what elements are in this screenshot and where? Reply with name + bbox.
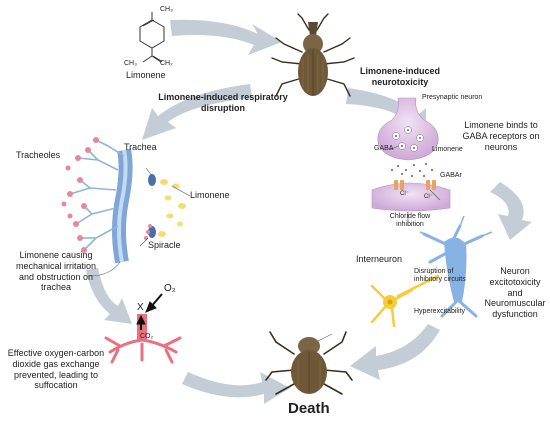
chloride-flow-label: Chloride flow inhibition xyxy=(389,213,431,229)
synapse-illustration xyxy=(371,97,451,212)
presynaptic-neuron-label: Presynaptic neuron xyxy=(422,94,483,101)
binds-gaba-label: Limonene binds to GABA receptors on neur… xyxy=(462,120,540,152)
flow-arrow-lungs-to-death xyxy=(182,372,290,404)
limonene-molecule-label: Limonene xyxy=(126,70,166,80)
interneuron-cell xyxy=(370,274,440,328)
hyperexcitability-label: Hyperexcitability xyxy=(414,308,465,315)
gas-exchange-label: Effective oxygen-carbon dioxide gas exch… xyxy=(7,348,105,391)
neurotoxicity-heading: Limonene-induced neurotoxicity xyxy=(359,66,440,87)
ch3-top-label: CH₃ xyxy=(160,6,173,13)
mechanical-irritation-label: Limonene causing mechanical irritation a… xyxy=(15,250,97,293)
x-mark: X xyxy=(137,302,144,313)
flow-arrow-molecule-to-beetle xyxy=(170,19,282,55)
flow-arrow-synapse-to-neuron xyxy=(490,182,532,240)
limonene-synapse-label: Limonene xyxy=(432,146,463,153)
respiratory-disruption-heading: Limonene-induced respiratory disruption xyxy=(158,92,288,113)
trachea-label: Trachea xyxy=(124,142,157,152)
flow-arrow-trachea-to-lungs xyxy=(86,268,132,324)
tracheoles-label: Tracheoles xyxy=(16,150,61,160)
interneuron-label: Interneuron xyxy=(356,254,403,264)
beetle-top xyxy=(271,13,355,97)
limonene-molecule xyxy=(139,12,165,63)
ch2-bottom-label: CH₂ xyxy=(160,60,173,67)
limonene-droplets xyxy=(158,179,186,237)
spiracle-label: Spiracle xyxy=(148,240,181,250)
gaba-label: GABA xyxy=(374,145,394,152)
death-label: Death xyxy=(288,400,330,417)
motor-neuron xyxy=(419,215,493,318)
gas-arrows xyxy=(136,293,163,330)
o2-label: O₂ xyxy=(164,283,176,294)
trachea-system xyxy=(61,137,156,264)
beetle-death xyxy=(265,331,353,395)
co2-label: CO₂ xyxy=(140,333,154,340)
flow-arrow-beetle-to-respiratory xyxy=(142,84,252,140)
ch3-bottom-label: CH₃ xyxy=(124,60,137,67)
disruption-inhibitory-label: Disruption of inhibitory circuits xyxy=(414,268,466,284)
chloride-ion-label-2: Cl⁻ xyxy=(424,194,433,200)
gaba-receptor-label: GABAr xyxy=(440,172,462,179)
limonene-trachea-label: Limonene xyxy=(190,190,230,200)
neuron-excitotoxicity-label: Neuron excitotoxicity and Neuromuscular … xyxy=(484,266,546,320)
flow-arrow-neuron-to-death xyxy=(350,324,440,380)
chloride-ion-label-1: Cl⁻ xyxy=(400,191,409,197)
